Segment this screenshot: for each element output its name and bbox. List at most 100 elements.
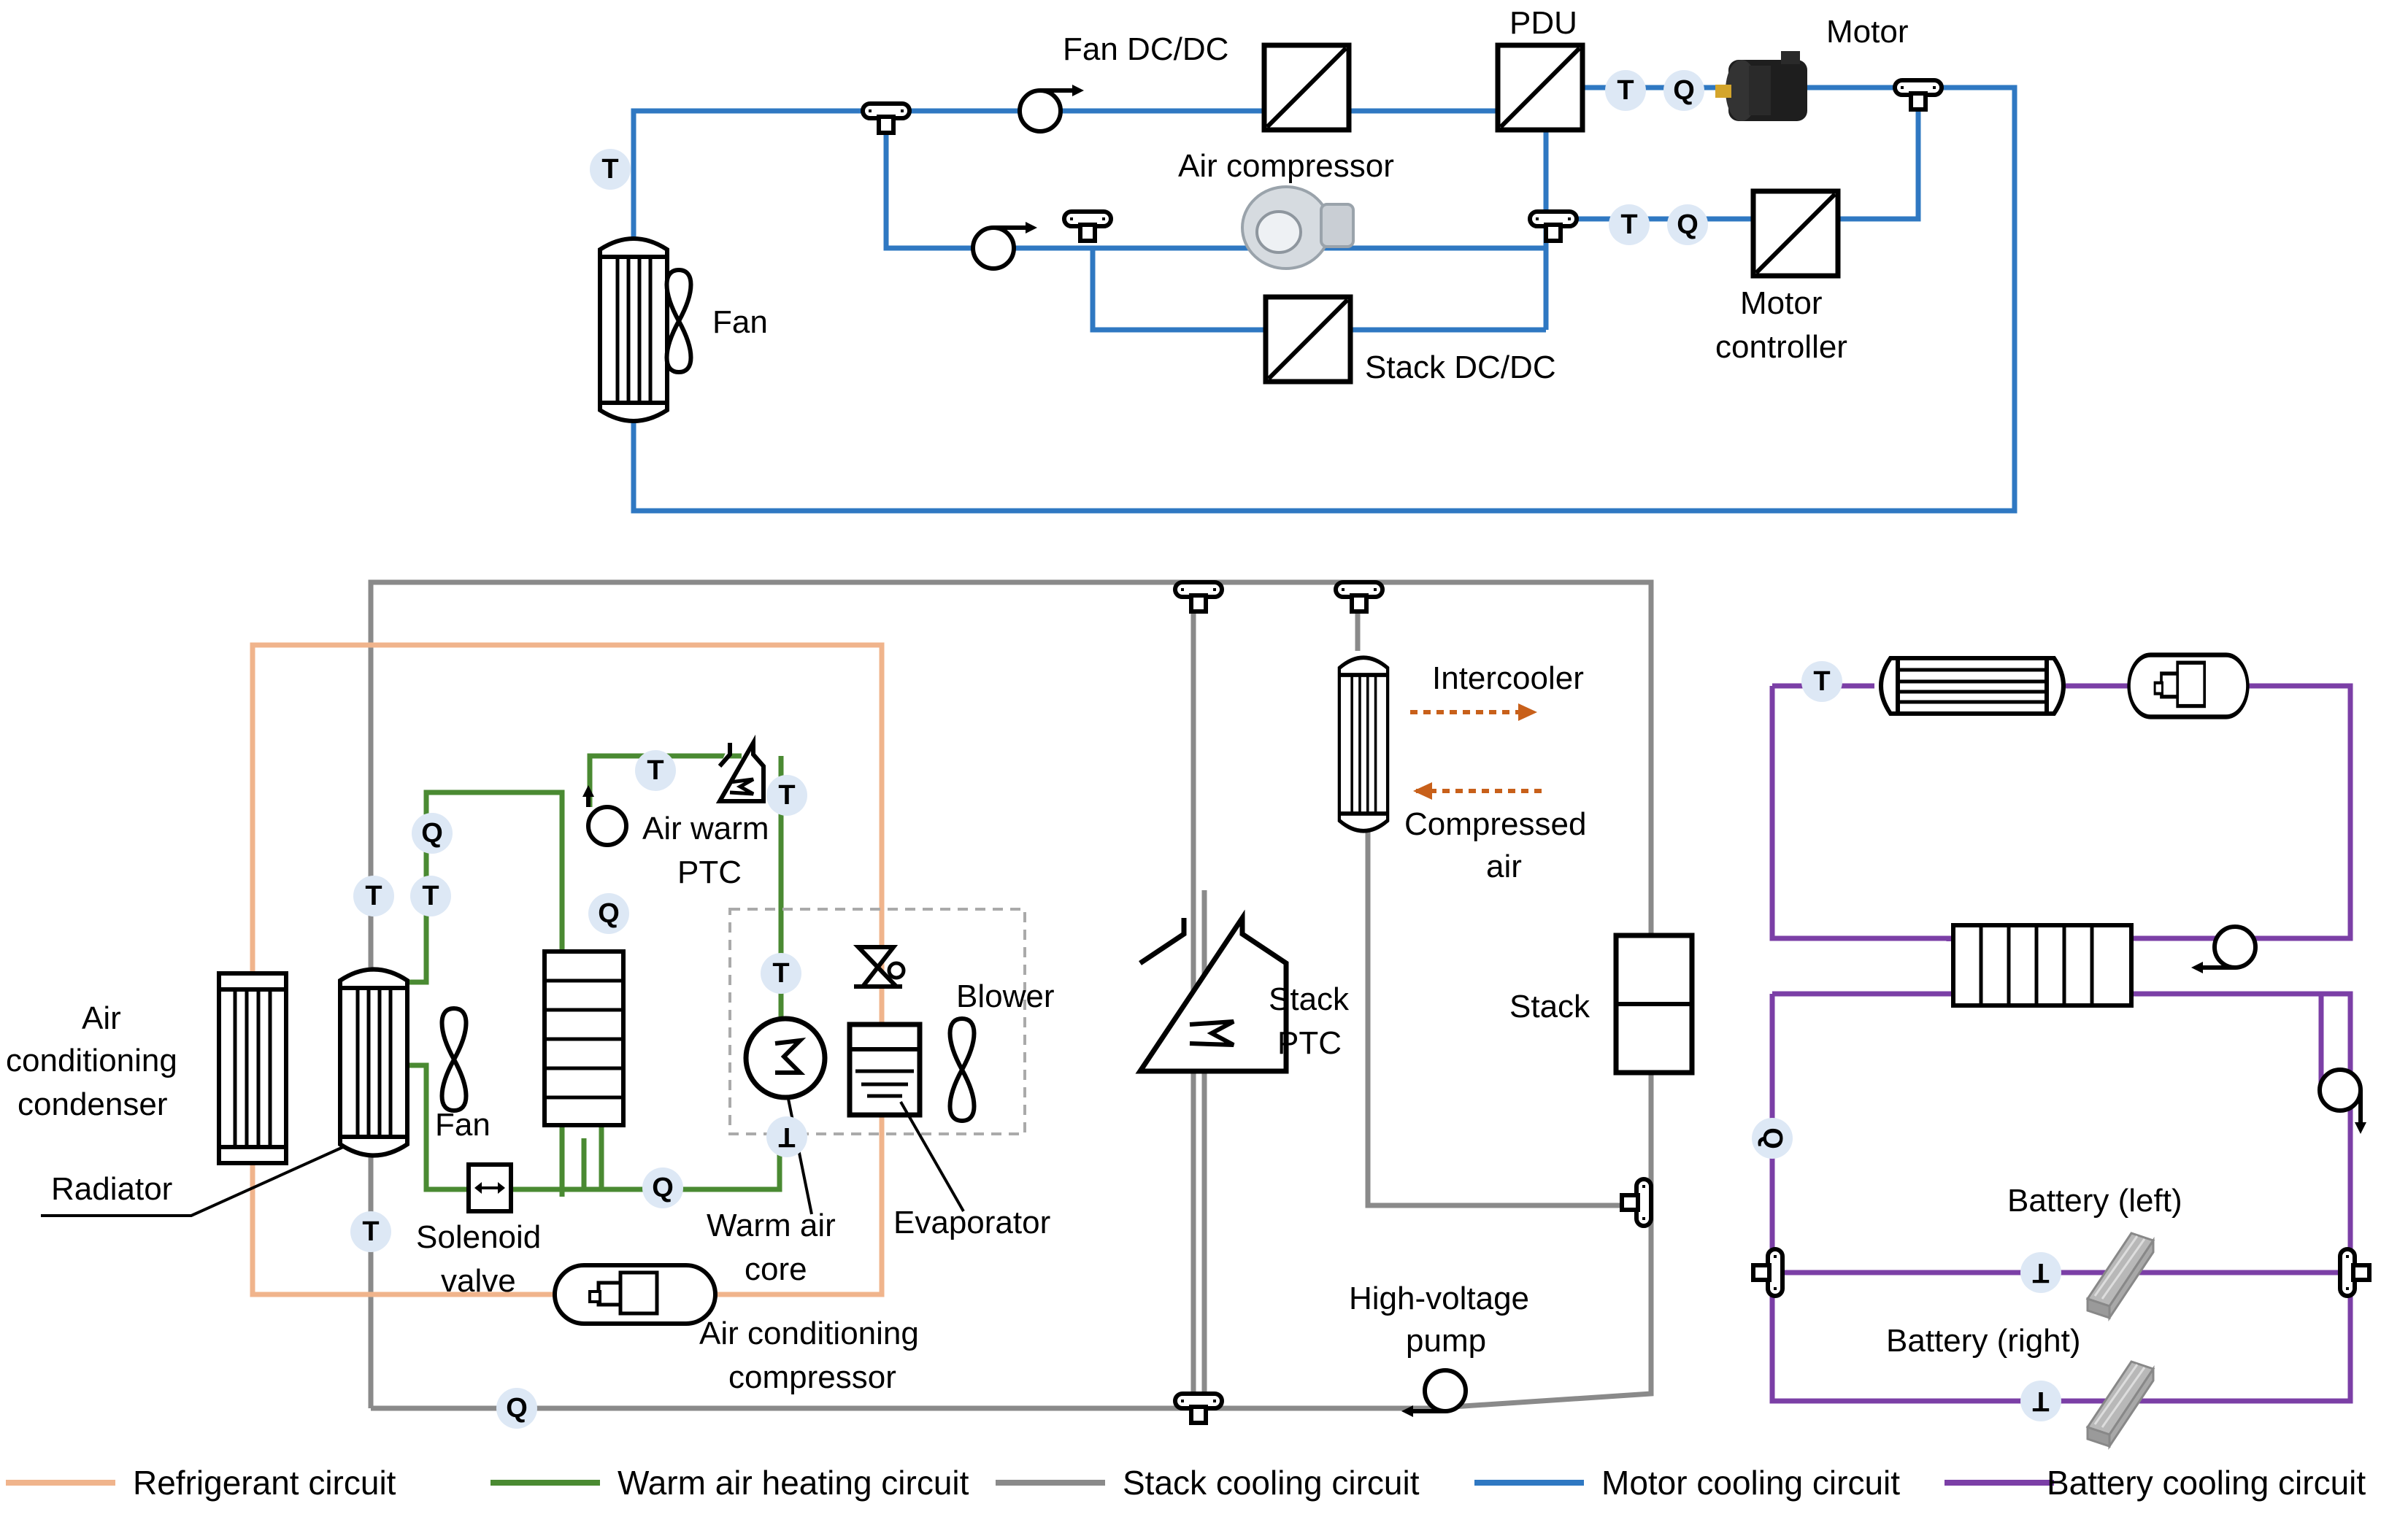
motor-sensor-q-motor: Q	[1663, 70, 1704, 111]
hvac-sensor-t-5: T	[766, 775, 807, 816]
stack-ptc-label-2: PTC	[1277, 1025, 1342, 1061]
battery-circuit-sensors: T Q T T	[1752, 661, 2061, 1421]
ac-condenser	[217, 971, 288, 1165]
radiator-label: Radiator	[51, 1171, 172, 1207]
legend-label-refrigerant: Refrigerant circuit	[133, 1464, 396, 1502]
hvac-sensor-q-1: Q	[412, 813, 453, 854]
evaporator	[847, 1022, 923, 1118]
svg-text:T: T	[2032, 1386, 2049, 1416]
air-warm-ptc-label-2: PTC	[677, 854, 742, 890]
battery-cooling-circuit	[1769, 683, 2353, 1404]
svg-text:T: T	[601, 154, 618, 185]
air-warm-ptc-label-1: Air warm	[642, 811, 769, 846]
battery-left-label: Battery (left)	[2007, 1183, 2182, 1219]
motor-controller-label-2: controller	[1715, 329, 1847, 365]
hv-pump-label-2: pump	[1406, 1323, 1486, 1359]
battery-sensor-t-left: T	[2020, 1252, 2061, 1293]
ac-condenser-label-2: conditioning	[6, 1043, 177, 1078]
battery-sensor-q: Q	[1752, 1118, 1793, 1159]
evaporator-label: Evaporator	[893, 1205, 1050, 1240]
solenoid-label-2: valve	[441, 1263, 516, 1299]
stack-block	[1613, 933, 1695, 1076]
motor-controller-label-1: Motor	[1740, 285, 1822, 321]
svg-text:T: T	[647, 755, 663, 786]
svg-text:T: T	[1617, 75, 1634, 106]
battery-chiller	[1951, 923, 2134, 1008]
pdu-label: PDU	[1509, 5, 1577, 41]
warm-air-core	[743, 1016, 828, 1100]
svg-text:T: T	[1813, 666, 1830, 697]
svg-text:Q: Q	[506, 1393, 528, 1424]
svg-text:T: T	[772, 958, 789, 989]
motor-sensor-t-controller: T	[1609, 204, 1650, 245]
svg-text:Q: Q	[421, 818, 443, 849]
fan-label: Fan	[712, 304, 768, 340]
battery-sensor-t-top: T	[1801, 661, 1842, 702]
motor-image	[1715, 51, 1807, 121]
svg-text:Q: Q	[652, 1173, 674, 1203]
battery-circuit-components	[1753, 655, 2369, 1448]
hvac-radiator	[340, 970, 407, 1156]
svg-text:Q: Q	[1757, 1127, 1788, 1149]
hvac-fan-label: Fan	[435, 1107, 491, 1143]
motor-sensor-t-motor: T	[1605, 70, 1646, 111]
svg-text:T: T	[365, 881, 382, 911]
compressed-air-label-2: air	[1486, 849, 1522, 884]
blower-label: Blower	[956, 978, 1055, 1014]
refrigerant-circuit	[250, 642, 885, 1297]
intercooler-label: Intercooler	[1432, 660, 1584, 696]
stack-circuit-components	[1135, 582, 1695, 1423]
hvac-unit-box	[728, 908, 1026, 1135]
battery-left-image	[2086, 1232, 2155, 1319]
motor-sensor-t-radiator: T	[590, 149, 631, 190]
ac-compressor-label-2: compressor	[728, 1359, 896, 1395]
ac-condenser-label-3: condenser	[18, 1086, 167, 1122]
stack-ptc-label-1: Stack	[1269, 981, 1350, 1017]
battery-right-label: Battery (right)	[1886, 1323, 2081, 1359]
svg-text:T: T	[1620, 209, 1637, 240]
svg-text:T: T	[778, 1122, 795, 1152]
battery-radiator	[1879, 656, 2066, 716]
svg-text:T: T	[362, 1216, 379, 1247]
fan-dcdc-label: Fan DC/DC	[1063, 31, 1228, 67]
hvac-labels: Air conditioning condenser Radiator Fan …	[6, 811, 1055, 1395]
stack-sensor-q: Q	[496, 1388, 537, 1429]
battery-sensor-t-right: T	[2020, 1381, 2061, 1421]
ac-compressor-label-1: Air conditioning	[699, 1316, 919, 1351]
hvac-sensor-t-2: T	[410, 876, 451, 916]
hvac-sensors: Q T T T Q T T T T Q	[350, 750, 807, 1252]
air-compressor-image	[1241, 185, 1355, 270]
ac-condenser-label-1: Air	[82, 1000, 121, 1036]
svg-text:T: T	[422, 881, 439, 911]
hvac-components	[41, 734, 1026, 1324]
svg-text:Q: Q	[598, 898, 620, 929]
warm-air-pump	[582, 785, 628, 847]
hvac-sensor-q-3: Q	[642, 1167, 683, 1208]
warm-air-core-label-2: core	[745, 1251, 807, 1287]
warm-air-core-label-1: Warm air	[707, 1208, 836, 1243]
motor-circuit-sensors: T T Q T Q	[590, 70, 1708, 245]
hvac-sensor-t-1: T	[353, 876, 394, 916]
svg-text:T: T	[2032, 1257, 2049, 1288]
stack-circuit-labels: Intercooler Compressed air Stack Stack P…	[1269, 660, 1590, 1359]
motor-sensor-q-controller: Q	[1667, 204, 1708, 245]
battery-right-image	[2086, 1360, 2155, 1448]
legend-label-battery: Battery cooling circuit	[2047, 1464, 2366, 1502]
heater-core	[542, 949, 626, 1127]
hvac-sensor-t-6: T	[761, 953, 801, 994]
stack-ptc	[1135, 909, 1289, 1074]
solenoid-label-1: Solenoid	[416, 1219, 541, 1255]
hvac-sensor-t-4: T	[635, 750, 676, 791]
legend-label-stack: Stack cooling circuit	[1123, 1464, 1420, 1502]
air-warm-ptc	[715, 734, 766, 803]
stack-label: Stack	[1509, 989, 1590, 1024]
intercooler	[1339, 657, 1388, 831]
hvac-sensor-q-2: Q	[588, 893, 629, 934]
motor-circuit-labels: Fan DC/DC PDU Motor Air compressor Fan S…	[712, 5, 1908, 385]
stack-circuit-sensors: Q	[496, 1388, 537, 1429]
svg-text:T: T	[778, 780, 795, 811]
hvac-sensor-t-3: T	[350, 1211, 391, 1252]
legend-label-motor: Motor cooling circuit	[1601, 1464, 1900, 1502]
